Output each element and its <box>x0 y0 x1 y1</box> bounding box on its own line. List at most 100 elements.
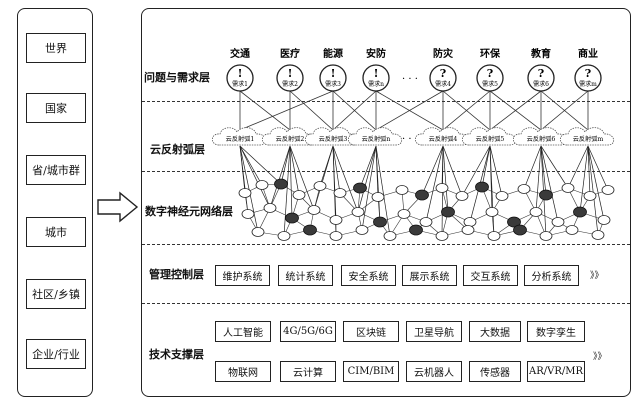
neuron-node-active <box>441 206 455 218</box>
cloud-icon <box>347 127 402 146</box>
ellipsis: · · · <box>402 74 418 85</box>
cloud-icon <box>559 127 614 146</box>
tech-box: 数字孪生 <box>527 321 585 342</box>
cloud-node-link <box>421 145 444 196</box>
neuron-node <box>597 215 611 225</box>
neuron-node <box>238 188 252 198</box>
tech-box: 4G/5G/6G <box>280 321 336 342</box>
cloud-node-link <box>239 145 282 185</box>
neuron-node-active <box>303 224 317 236</box>
management-system-box: 统计系统 <box>278 265 333 286</box>
cloud-reflex-label: 云反射弧n <box>362 135 391 143</box>
neuron-node <box>397 209 411 219</box>
cloud-reflex-label: 云反射弧1 <box>226 135 255 143</box>
demand-domain-label: 教育 <box>530 47 551 60</box>
tech-box: 物联网 <box>215 361 271 382</box>
cloud-node-link <box>481 145 491 188</box>
separator-cloud <box>142 171 630 172</box>
neuron-node-active <box>539 189 553 201</box>
neuron-node <box>591 230 605 240</box>
cloud-node-link <box>269 145 291 209</box>
cloud-reflex-label: 云反射弧5 <box>476 135 505 143</box>
cloud-node-link <box>489 145 503 197</box>
demand-cloud-link <box>239 90 291 131</box>
cloud-node-link <box>442 145 463 197</box>
tech-box: 卫星导航 <box>406 321 462 342</box>
cloud-reflex-label: 云反射弧3 <box>319 135 348 143</box>
separator-management <box>142 303 630 304</box>
demand-circle <box>276 64 304 92</box>
cloud-icon <box>414 127 469 146</box>
cloud-icon <box>211 127 266 146</box>
neuron-node <box>461 225 475 235</box>
neuron-node-active <box>415 189 429 201</box>
layer-label-tech: 技术支撑层 <box>149 348 204 361</box>
level-panel <box>17 8 93 397</box>
neuron-node <box>263 203 277 213</box>
demand-cloud-link <box>239 90 334 131</box>
neuron-node <box>583 191 597 201</box>
cloud-node-link <box>540 145 547 196</box>
question-icon: ? <box>487 67 493 80</box>
cloud-node-link <box>587 145 599 236</box>
cloud-node-link <box>375 145 391 237</box>
neuron-node <box>419 217 433 227</box>
neuron-node <box>292 190 306 200</box>
demand-cloud-link <box>375 90 444 131</box>
demand-circle <box>362 64 390 92</box>
neuron-node <box>551 217 565 227</box>
layer-label-neural: 数字神经元网络层 <box>145 205 233 218</box>
cloud-node-link <box>587 145 609 191</box>
cloud-icon <box>261 127 316 146</box>
neuron-node <box>251 227 265 237</box>
neuron-node <box>329 231 343 241</box>
neuron-node <box>383 231 397 241</box>
neuron-node <box>435 183 449 193</box>
cloud-node-link <box>523 145 542 190</box>
neuron-node <box>313 181 327 191</box>
neuron-node <box>529 207 543 217</box>
tech-box: 大数据 <box>469 321 521 342</box>
demand-domain-label: 能源 <box>323 47 343 60</box>
neuron-node <box>277 231 291 241</box>
cloud-node-link <box>289 145 300 196</box>
neuron-node <box>355 225 369 235</box>
tech-box: 人工智能 <box>215 321 271 342</box>
neuron-node <box>255 180 269 190</box>
tech-box: 云机器人 <box>406 361 462 382</box>
level-enterprise: 企业/行业 <box>26 339 86 369</box>
cloud-node-link <box>359 145 377 189</box>
layer-label-cloud: 云反射弧层 <box>150 143 205 156</box>
neuron-node <box>371 192 385 202</box>
separator-neural <box>142 244 630 245</box>
neuron-node-active <box>409 224 423 236</box>
neuron-node-active <box>285 212 299 224</box>
ellipsis: · · · <box>402 134 418 145</box>
neuron-node <box>455 191 469 201</box>
level-community: 社区/乡镇 <box>26 279 86 309</box>
cloud-node-link <box>567 145 589 189</box>
level-world: 世界 <box>26 33 86 63</box>
more-indicator: 》》 <box>590 271 604 281</box>
demand-domain-label: 交通 <box>230 47 250 60</box>
separator-demand <box>142 101 630 102</box>
neuron-node <box>435 231 449 241</box>
cloud-node-link <box>375 145 381 223</box>
cloud-node-link <box>489 145 495 237</box>
cloud-node-link <box>540 145 559 223</box>
neuron-node <box>495 191 509 201</box>
cloud-node-link <box>283 145 291 237</box>
demand-cloud-link <box>332 90 377 131</box>
neuron-node-active <box>475 181 489 193</box>
cloud-node-link <box>587 145 591 197</box>
exclamation-icon: ! <box>238 67 243 80</box>
demand-cloud-link <box>540 90 589 131</box>
neuron-node <box>351 207 365 217</box>
neuron-node-active <box>513 224 527 236</box>
neuron-node <box>539 231 553 241</box>
neuron-node <box>565 225 579 235</box>
cloud-node-link <box>357 145 377 213</box>
neuron-node <box>487 231 501 241</box>
demand-label: 需求3 <box>325 80 341 88</box>
level-province: 省/城市群 <box>26 155 86 185</box>
